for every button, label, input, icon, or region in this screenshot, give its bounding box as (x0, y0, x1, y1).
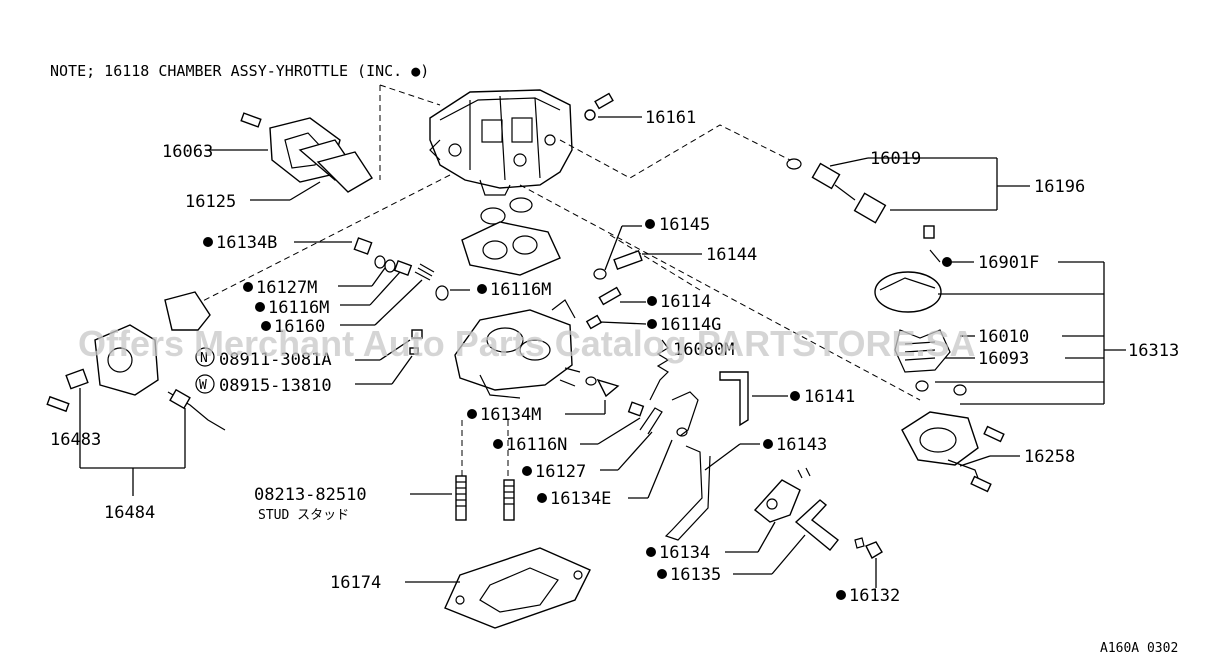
label-16483: 16483 (50, 430, 101, 450)
label-16258: 16258 (1024, 447, 1075, 467)
label-16901F: 16901F (978, 253, 1039, 273)
label-16116M-b: 16116M (490, 280, 551, 300)
label-16135: 16135 (670, 565, 721, 585)
bracket-16141 (719, 371, 788, 427)
gasket-16063 (205, 112, 373, 201)
label-stud: STUD スタッド (258, 508, 349, 523)
label-16161: 16161 (645, 108, 696, 128)
rod-16143 (664, 443, 760, 541)
label-16134M: 16134M (480, 405, 541, 425)
washer-callouts: N W (195, 329, 423, 394)
label-16080M: 16080M (673, 340, 734, 360)
spring-16080M (649, 339, 670, 401)
needle-valve-parts (294, 237, 470, 326)
cam-16134 (725, 467, 839, 575)
label-16134E: 16134E (550, 489, 611, 509)
label-16114G: 16114G (660, 315, 721, 335)
screw-16161 (584, 92, 642, 121)
carburetor-chamber-body (429, 89, 573, 196)
label-08915-13810: 08915-13810 (219, 376, 332, 396)
label-16127: 16127 (535, 462, 586, 482)
label-16116M-a: 16116M (268, 298, 329, 318)
sensor-16019 (786, 157, 1030, 224)
studs (410, 420, 515, 521)
label-16114: 16114 (660, 292, 711, 312)
label-16313: 16313 (1128, 341, 1179, 361)
label-16010: 16010 (978, 327, 1029, 347)
label-16484: 16484 (104, 503, 155, 523)
label-16132: 16132 (849, 586, 900, 606)
nut-16132 (854, 537, 883, 588)
label-16063: 16063 (162, 142, 213, 162)
label-08213-82510: 08213-82510 (254, 485, 367, 505)
throttle-levers (565, 376, 699, 499)
housing-16258 (901, 411, 1020, 493)
screw-16114 (585, 286, 647, 330)
label-16093: 16093 (978, 349, 1029, 369)
label-16174: 16174 (330, 573, 381, 593)
label-16160: 16160 (274, 317, 325, 337)
label-16144: 16144 (706, 245, 757, 265)
circle-n-label: N (200, 351, 208, 366)
label-16125: 16125 (185, 192, 236, 212)
label-16134: 16134 (659, 543, 710, 563)
label-16143: 16143 (776, 435, 827, 455)
throttle-body (454, 299, 581, 399)
label-16134B: 16134B (216, 233, 277, 253)
gasket-16174 (405, 547, 591, 629)
jet-16144 (593, 225, 702, 280)
circle-w-label: W (199, 378, 207, 393)
label-08911-3081A: 08911-3081A (219, 350, 332, 370)
diagram-code: A160A 0302 (1100, 641, 1178, 656)
accelerator-pump (46, 291, 226, 496)
label-16019: 16019 (870, 149, 921, 169)
gasket-rings (461, 197, 561, 276)
label-16116N: 16116N (506, 435, 567, 455)
note-text: NOTE; 16118 CHAMBER ASSY-YHROTTLE (INC. … (50, 62, 429, 80)
label-16196: 16196 (1034, 177, 1085, 197)
watermark: Offers Merchant Auto Parts Catalog PARTS… (78, 323, 975, 364)
label-16127M: 16127M (256, 278, 317, 298)
label-16145: 16145 (659, 215, 710, 235)
label-16141: 16141 (804, 387, 855, 407)
